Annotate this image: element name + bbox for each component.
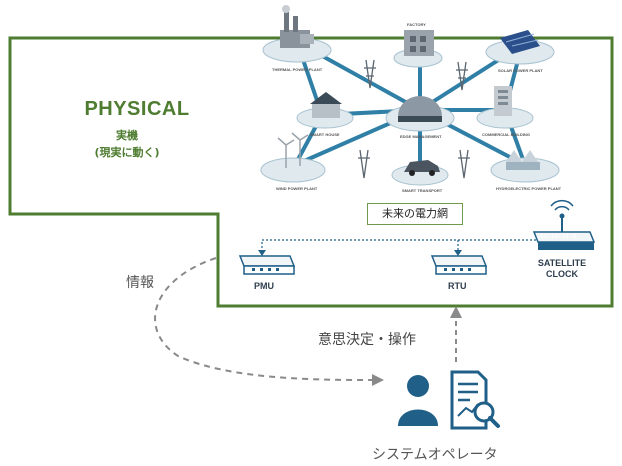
physical-subtitle: 実機 (現実に動く)	[72, 127, 182, 161]
edge-management-illustration	[398, 96, 442, 122]
satellite-clock-device	[532, 199, 596, 250]
rtu-signal-arrow	[454, 250, 462, 256]
info-flow-arrow	[154, 257, 373, 381]
physical-title: PHYSICAL	[84, 98, 190, 120]
clock-display: 02:10:14:0	[540, 233, 577, 240]
physical-subtitle-line2: (現実に動く)	[94, 146, 160, 159]
info-flow-label: 情報	[126, 275, 154, 291]
pylons-illustration	[358, 59, 470, 179]
person-icon	[398, 375, 438, 426]
satellite-clock-label-line1: SATELLITE	[537, 258, 587, 268]
info-arrowhead	[372, 374, 384, 386]
plant-label-transport: SMART TRANSPORT	[402, 188, 443, 193]
decision-flow-label: 意思決定・操作	[318, 332, 416, 348]
rtu-label: RTU	[448, 281, 467, 291]
hydro-plant-illustration	[506, 150, 540, 170]
smart-house-illustration	[310, 92, 342, 118]
satellite-clock-label-line2: CLOCK	[546, 269, 578, 279]
pmu-device	[238, 255, 296, 275]
plant-label-factory: FACTORY	[407, 22, 426, 27]
decision-arrowhead	[450, 306, 462, 318]
plant-label-wind: WIND POWER PLANT	[276, 186, 318, 191]
plant-label-solar: SOLAR POWER PLANT	[498, 68, 543, 73]
smart-transport-illustration	[404, 160, 440, 176]
timing-signal-line	[261, 239, 536, 252]
thermal-plant-illustration	[280, 5, 314, 48]
operator-label: システムオペレータ	[372, 447, 498, 463]
rtu-device	[430, 255, 488, 275]
factory-illustration	[404, 30, 434, 56]
pmu-signal-arrow	[258, 250, 266, 256]
wind-plant-illustration	[277, 132, 309, 168]
plant-label-commercial: COMMERCIAL BUILDING	[482, 132, 530, 137]
satellite-clock-label: SATELLITE CLOCK	[532, 258, 592, 280]
solar-plant-illustration	[500, 30, 540, 54]
plant-label-thermal: THERMAL POWER PLANT	[272, 67, 323, 72]
future-grid-caption: 未来の電力網	[367, 203, 463, 225]
plant-label-edge: EDGE MANAGEMENT	[400, 134, 442, 139]
physical-subtitle-line1: 実機	[116, 129, 138, 142]
plant-label-smart-house: SMART HOUSE	[310, 132, 340, 137]
report-search-icon	[450, 370, 500, 430]
pmu-label: PMU	[254, 281, 274, 291]
physical-frame	[8, 36, 614, 308]
commercial-building-illustration	[494, 86, 512, 116]
plant-label-hydro: HYDROELECTRIC POWER PLANT	[496, 186, 562, 191]
